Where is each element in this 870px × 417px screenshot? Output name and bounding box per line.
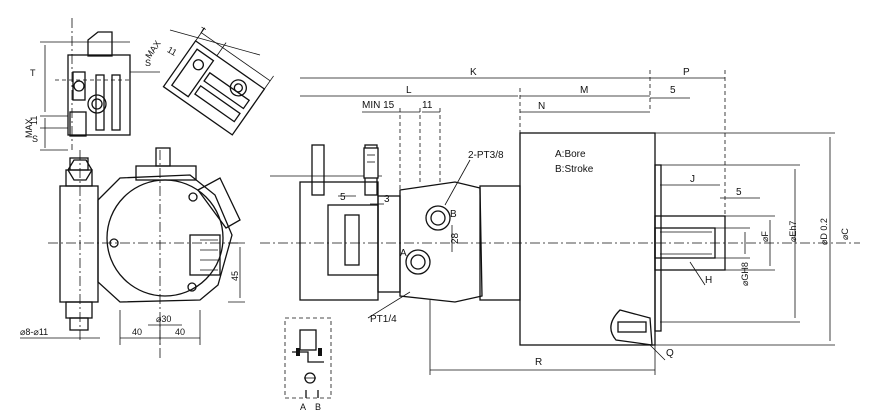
hydraulic-schematic-icon bbox=[284, 317, 332, 399]
dim-J: J bbox=[690, 174, 695, 185]
dim-T-top: T bbox=[197, 25, 207, 37]
dim-5-rod: 5 bbox=[736, 187, 742, 198]
dim-11-top: 11 bbox=[166, 45, 179, 58]
connector-plug-icon bbox=[363, 147, 379, 179]
dim-K: K bbox=[470, 67, 477, 78]
dim-max-side: MAX bbox=[24, 118, 34, 138]
dim-S-top: S bbox=[145, 58, 151, 68]
end-view-dimensions: 45 ⌀30 40 40 ⌀8-⌀11 bbox=[20, 242, 245, 345]
dim-C: ⌀C bbox=[840, 228, 850, 240]
sensor-detail-iso-view bbox=[162, 27, 274, 136]
legend-stroke: B:Stroke bbox=[555, 164, 594, 175]
dim-T-side: T bbox=[30, 68, 36, 78]
dim-8-11: ⌀8-⌀11 bbox=[20, 327, 48, 337]
dim-28: 28 bbox=[450, 232, 461, 244]
schematic-label-A: A bbox=[300, 402, 306, 412]
dim-11-side: 11 bbox=[29, 116, 39, 125]
dim-N: N bbox=[538, 101, 545, 112]
port-label-A: A bbox=[400, 248, 407, 259]
dim-40-right: 40 bbox=[175, 327, 185, 337]
dim-11-main: 11 bbox=[422, 100, 433, 111]
port-pt14: PT1/4 bbox=[370, 314, 397, 325]
dim-H: H bbox=[705, 275, 712, 286]
dim-Q: Q bbox=[666, 348, 674, 359]
sensor-detail-side-view bbox=[55, 18, 131, 150]
dim-R: R bbox=[535, 357, 542, 368]
dim-5-top: 5 bbox=[670, 85, 676, 96]
dim-D: ⌀D 0.2 bbox=[819, 218, 829, 245]
schematic-label-B: B bbox=[315, 402, 321, 412]
dim-5-cap: 5 bbox=[340, 192, 346, 203]
dim-min15: MIN 15 bbox=[362, 100, 395, 111]
dim-40-left: 40 bbox=[132, 327, 142, 337]
cylinder-main-view bbox=[260, 70, 860, 375]
dim-P: P bbox=[683, 67, 690, 78]
dim-45: 45 bbox=[230, 271, 240, 281]
end-view bbox=[48, 147, 241, 360]
dim-S-side: S bbox=[32, 134, 38, 144]
dim-G: ⌀GH8 bbox=[740, 262, 750, 286]
iso-detail-dimensions: MAX S 11 T bbox=[130, 25, 261, 73]
dim-F: ⌀F bbox=[760, 231, 770, 242]
side-detail-dimensions: T 11 S MAX bbox=[24, 41, 68, 151]
dim-E: ⌀Eh7 bbox=[788, 221, 798, 242]
dim-M: M bbox=[580, 85, 588, 96]
legend-bore: A:Bore bbox=[555, 149, 586, 160]
port-label-B: B bbox=[450, 209, 457, 220]
dim-30: ⌀30 bbox=[156, 314, 171, 324]
dim-3: 3 bbox=[384, 194, 390, 205]
dim-L: L bbox=[406, 85, 412, 96]
port-2-pt38: 2-PT3/8 bbox=[468, 150, 504, 161]
hexagon-nut-icon bbox=[67, 159, 93, 181]
